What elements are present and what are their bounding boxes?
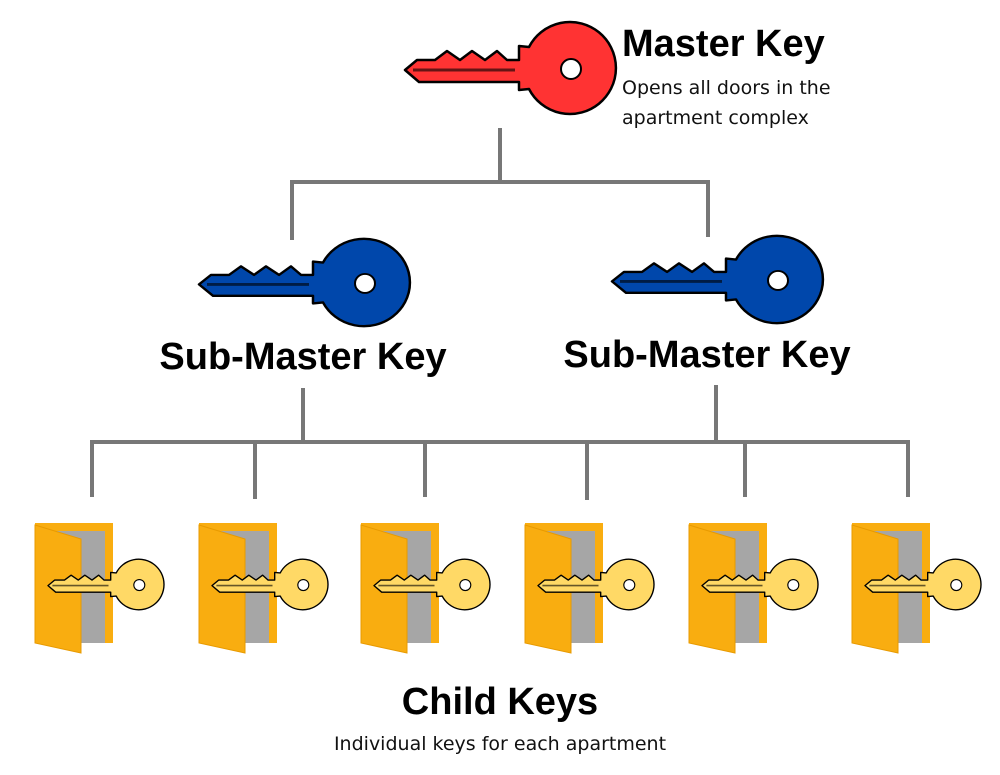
child-door-6	[851, 522, 982, 654]
child-door-2	[198, 522, 329, 654]
child-keys-title: Child Keys	[402, 681, 598, 723]
master-connectors	[290, 128, 710, 240]
child-door-1	[34, 522, 165, 654]
child-door-5	[688, 522, 819, 654]
sub-master-key-icon	[197, 237, 412, 328]
master-key-icon	[403, 20, 618, 116]
sub-master-key-title: Sub-Master Key	[563, 334, 850, 376]
child-keys-description: Individual keys for each apartment	[334, 733, 666, 755]
child-connectors	[90, 385, 910, 500]
sub-master-key-title: Sub-Master Key	[159, 336, 446, 378]
sub-master-key-icon	[610, 234, 825, 325]
child-door-3	[360, 522, 491, 654]
master-key-title: Master Key	[622, 23, 825, 65]
child-door-4	[524, 522, 655, 654]
master-key-description-line1: Opens all doors in the	[622, 77, 831, 99]
master-key-description-line2: apartment complex	[622, 107, 809, 129]
